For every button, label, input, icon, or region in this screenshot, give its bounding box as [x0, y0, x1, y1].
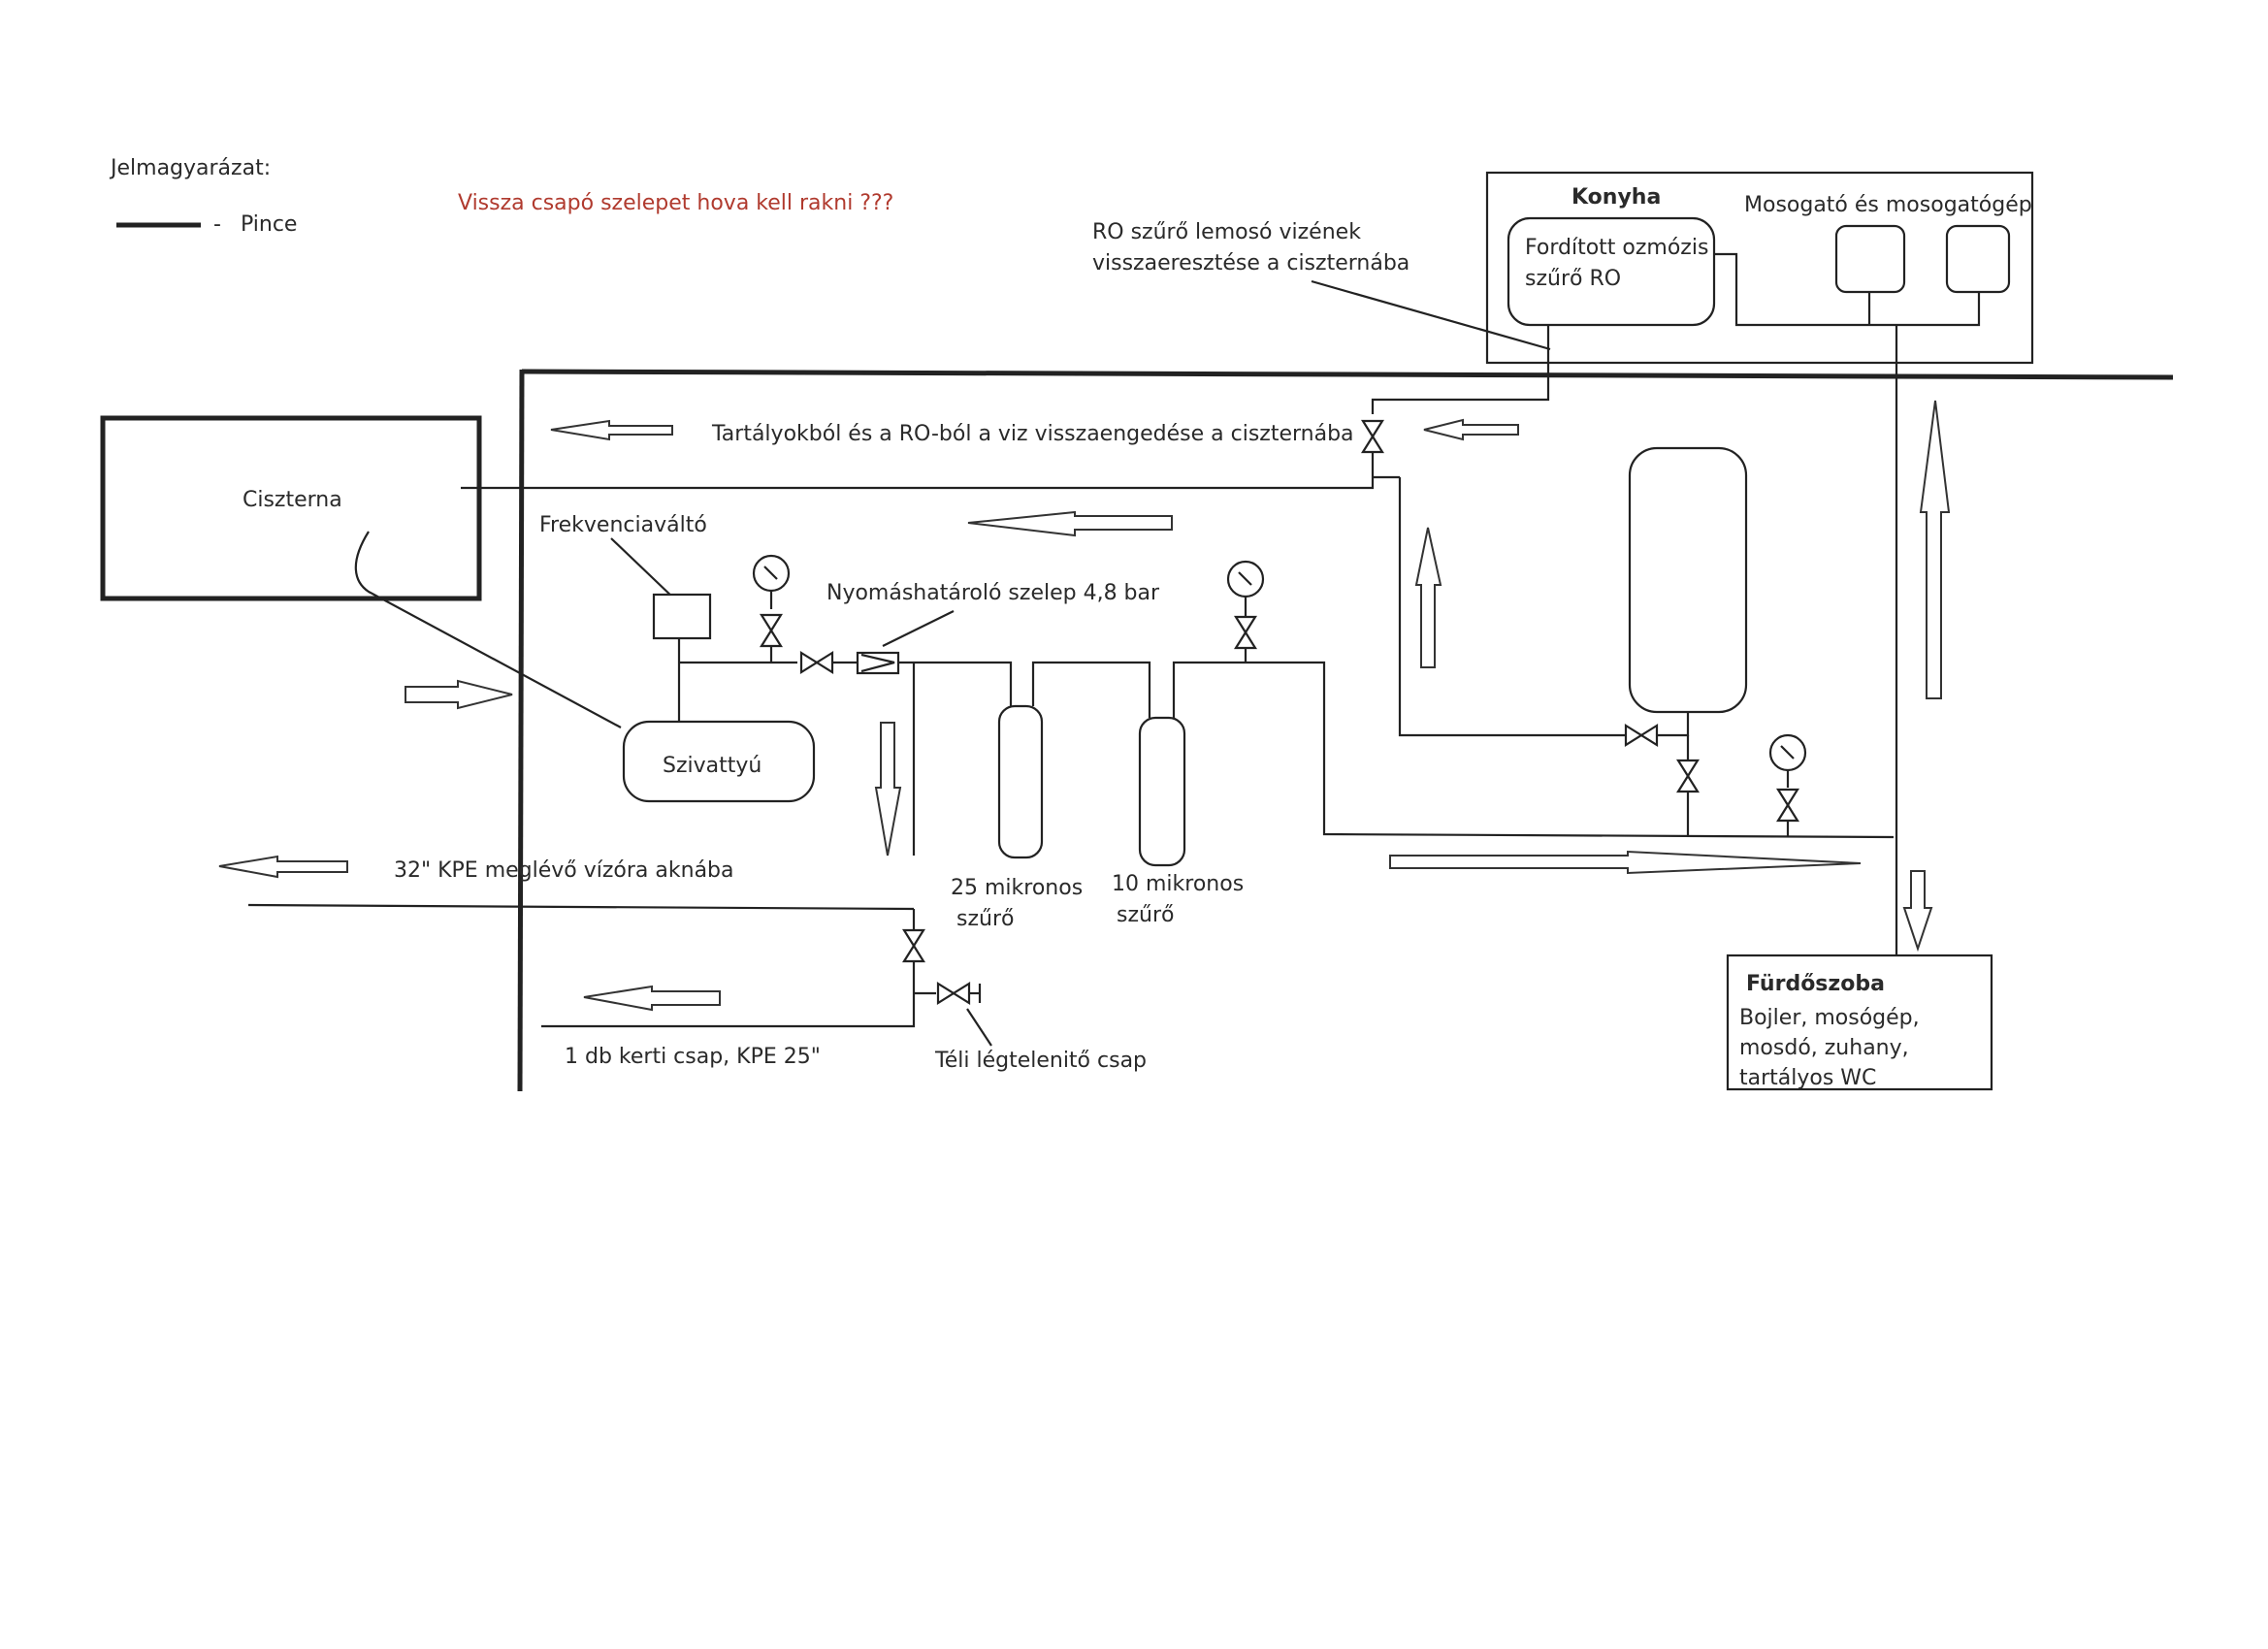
pump-box	[622, 720, 816, 803]
legend-title: Jelmagyarázat:	[109, 156, 271, 180]
legend: Jelmagyarázat: - Pince	[109, 156, 297, 237]
filter25-label-line1: 25 mikronos	[951, 876, 1083, 900]
pump-label: Szivattyú	[663, 754, 761, 778]
arrow-down-icon	[874, 722, 902, 857]
cistern-label: Ciszterna	[243, 488, 342, 512]
bathroom-line1: Bojler, mosógép,	[1739, 1006, 1920, 1030]
filter25-label-line2: szűrő	[956, 907, 1014, 931]
filter10-label-line2: szűrő	[1117, 903, 1174, 927]
ro-return-line1: RO szűrő lemosó vizének	[1092, 220, 1361, 244]
pressure-gauge-icon	[752, 554, 791, 593]
pressure-gauge-icon	[1768, 733, 1807, 772]
question-text: Vissza csapó szelepet hova kell rakni ??…	[458, 191, 893, 215]
dishwasher-label: Mosogató és mosogatógép	[1744, 193, 2032, 217]
arrow-left-icon	[1423, 418, 1519, 441]
arrow-right-icon	[1389, 850, 1862, 875]
cistern-box	[100, 415, 482, 601]
pressure-tank	[1628, 446, 1748, 714]
garden-tap-label: 1 db kerti csap, KPE 25"	[565, 1045, 821, 1069]
valve-icon	[902, 928, 925, 963]
kitchen-box: Konyha Mosogató és mosogatógép Fordított…	[1485, 171, 2034, 365]
ro-label-line2: szűrő RO	[1525, 267, 1621, 291]
pressure-gauge-icon	[1226, 560, 1265, 598]
sink-box	[1834, 224, 1906, 294]
legend-item: Pince	[241, 212, 297, 237]
frequency-label: Frekvenciaváltó	[539, 513, 707, 537]
filter-10-micron	[1138, 716, 1186, 867]
tank-return-pipe	[1398, 477, 1625, 737]
bathroom-title: Fürdőszoba	[1746, 972, 1885, 996]
garden-tap-pipe	[541, 961, 916, 1028]
bathroom-line3: tartályos WC	[1739, 1066, 1876, 1090]
arrow-up-icon	[1414, 527, 1442, 668]
kpe32-label: 32" KPE meglévő vízóra aknába	[394, 858, 734, 883]
filter10-label-line1: 10 mikronos	[1112, 872, 1244, 896]
valve-icon	[1234, 615, 1257, 650]
return-pipe	[461, 452, 1375, 490]
valve-icon	[1776, 788, 1799, 823]
return-valve-icon	[1361, 419, 1384, 454]
arrow-left-icon	[550, 419, 673, 441]
arrow-left-icon	[583, 985, 721, 1012]
arrow-left-icon	[218, 855, 348, 879]
arrow-down-icon	[1902, 870, 1933, 953]
kitchen-title: Konyha	[1571, 185, 1661, 210]
legend-dash: -	[213, 212, 221, 237]
tank-return-label: Tartályokból és a RO-ból a viz visszaeng…	[711, 422, 1354, 446]
kpe32-pipe	[247, 903, 915, 911]
ro-return-line2: visszaeresztése a ciszternába	[1092, 251, 1409, 275]
arrow-left-icon	[967, 510, 1173, 537]
valve-icon	[1676, 759, 1700, 793]
suction-pipe	[354, 531, 622, 728]
dishwasher-box	[1945, 224, 2011, 294]
pressure-limiter-label: Nyomáshatároló szelep 4,8 bar	[826, 581, 1160, 605]
frequency-converter-box	[652, 593, 712, 640]
valve-icon	[760, 613, 783, 648]
bathroom-line2: mosdó, zuhany,	[1739, 1036, 1909, 1060]
valve-icon	[799, 651, 834, 674]
bathroom-box	[1726, 954, 1993, 1091]
arrow-right-icon	[405, 679, 513, 710]
ro-drain-pipe	[1371, 325, 1550, 414]
winter-drain-label: Téli légtelenitő csap	[934, 1049, 1147, 1073]
basement-outline	[517, 369, 2174, 1092]
ro-filter-box	[1507, 216, 1716, 327]
ro-label-line1: Fordított ozmózis	[1525, 236, 1708, 260]
valve-icon	[1624, 724, 1659, 747]
valve-icon	[936, 982, 971, 1005]
arrow-up-icon	[1919, 400, 1951, 699]
kitchen-frame	[1485, 171, 2034, 365]
ro-return-leader	[1311, 279, 1551, 351]
filter-25-micron	[997, 704, 1044, 859]
